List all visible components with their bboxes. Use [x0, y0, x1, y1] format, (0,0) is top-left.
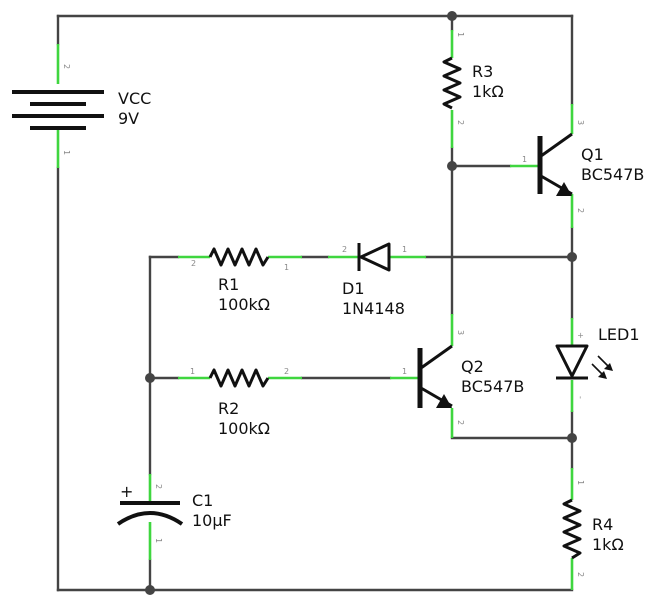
wires — [56, 14, 574, 592]
led1-name: LED1 — [598, 325, 640, 344]
junction-dot — [145, 373, 155, 383]
pin-number: 2 — [62, 64, 71, 69]
transistor-q1[interactable]: 1 3 2 Q1 BC547B — [510, 104, 644, 228]
r3-value: 1kΩ — [472, 82, 504, 101]
junction-dot — [145, 585, 155, 595]
pin-number: 1 — [402, 367, 407, 376]
d1-value: 1N4148 — [342, 299, 405, 318]
capacitor-polarity: + — [120, 482, 133, 501]
transistor-collector — [420, 344, 453, 370]
light-arrowhead — [604, 363, 613, 371]
r4-name: R4 — [592, 515, 613, 534]
led-led1[interactable]: + - LED1 — [555, 318, 640, 412]
d1-name: D1 — [342, 279, 365, 298]
pin-number: 1 — [402, 245, 407, 254]
r3-name: R3 — [472, 62, 493, 81]
resistor-r4[interactable]: 1 2 R4 1kΩ — [562, 468, 624, 590]
pin-number: 2 — [576, 208, 585, 213]
pin-number: 3 — [576, 120, 585, 125]
led-triangle — [555, 344, 589, 378]
pin-number: 2 — [456, 420, 465, 425]
pin-number: 1 — [190, 367, 195, 376]
junction-dot — [567, 252, 577, 262]
r1-name: R1 — [218, 275, 239, 294]
pin-number: 1 — [284, 263, 289, 272]
resistor-r1[interactable]: 2 1 R1 100kΩ — [178, 247, 302, 314]
junctions — [145, 11, 577, 595]
r2-name: R2 — [218, 399, 239, 418]
pin-number: 1 — [576, 480, 585, 485]
pin-number: 2 — [456, 120, 465, 125]
pin-number: 2 — [576, 572, 585, 577]
r1-value: 100kΩ — [218, 295, 270, 314]
junction-dot — [447, 161, 457, 171]
battery-vcc[interactable]: 2 1 VCC 9V — [12, 44, 151, 168]
pin-number: - — [576, 396, 585, 399]
resistor-zigzag — [442, 56, 462, 110]
capacitor-plate-negative — [116, 511, 184, 526]
q2-name: Q2 — [461, 357, 484, 376]
pin-number: 2 — [284, 367, 289, 376]
pin-number: 1 — [456, 32, 465, 37]
pin-number: 2 — [191, 259, 196, 268]
transistor-collector — [540, 132, 573, 158]
diode-triangle — [359, 242, 391, 272]
wire-r3-q1-base — [450, 146, 512, 168]
emitter-arrow — [436, 394, 452, 408]
resistor-zigzag — [208, 368, 270, 388]
q1-name: Q1 — [581, 145, 604, 164]
pin-number: 1 — [154, 538, 163, 543]
battery-name: VCC — [118, 89, 151, 108]
pin-number: 3 — [456, 330, 465, 335]
pin-number: 2 — [342, 245, 347, 254]
emitter-arrow — [556, 182, 572, 196]
battery-value: 9V — [118, 109, 139, 128]
resistor-r3[interactable]: 1 2 R3 1kΩ — [442, 30, 504, 148]
c1-value: 10µF — [192, 511, 232, 530]
q1-value: BC547B — [581, 165, 644, 184]
capacitor-c1[interactable]: + 2 1 C1 10µF — [116, 474, 232, 560]
transistor-q2[interactable]: 1 3 2 Q2 BC547B — [390, 314, 524, 438]
r2-value: 100kΩ — [218, 419, 270, 438]
pin-number: 2 — [154, 484, 163, 489]
pin-number: 1 — [522, 155, 527, 164]
pin-number: 1 — [62, 150, 71, 155]
pin-number: + — [576, 332, 585, 339]
resistor-r2[interactable]: 1 2 R2 100kΩ — [178, 367, 302, 438]
q2-value: BC547B — [461, 377, 524, 396]
r4-value: 1kΩ — [592, 535, 624, 554]
diode-d1[interactable]: 2 1 D1 1N4148 — [328, 242, 426, 318]
junction-dot — [567, 433, 577, 443]
resistor-zigzag — [562, 498, 582, 560]
resistor-zigzag — [208, 247, 270, 267]
light-arrowhead — [598, 371, 607, 379]
junction-dot — [447, 11, 457, 21]
c1-name: C1 — [192, 491, 213, 510]
